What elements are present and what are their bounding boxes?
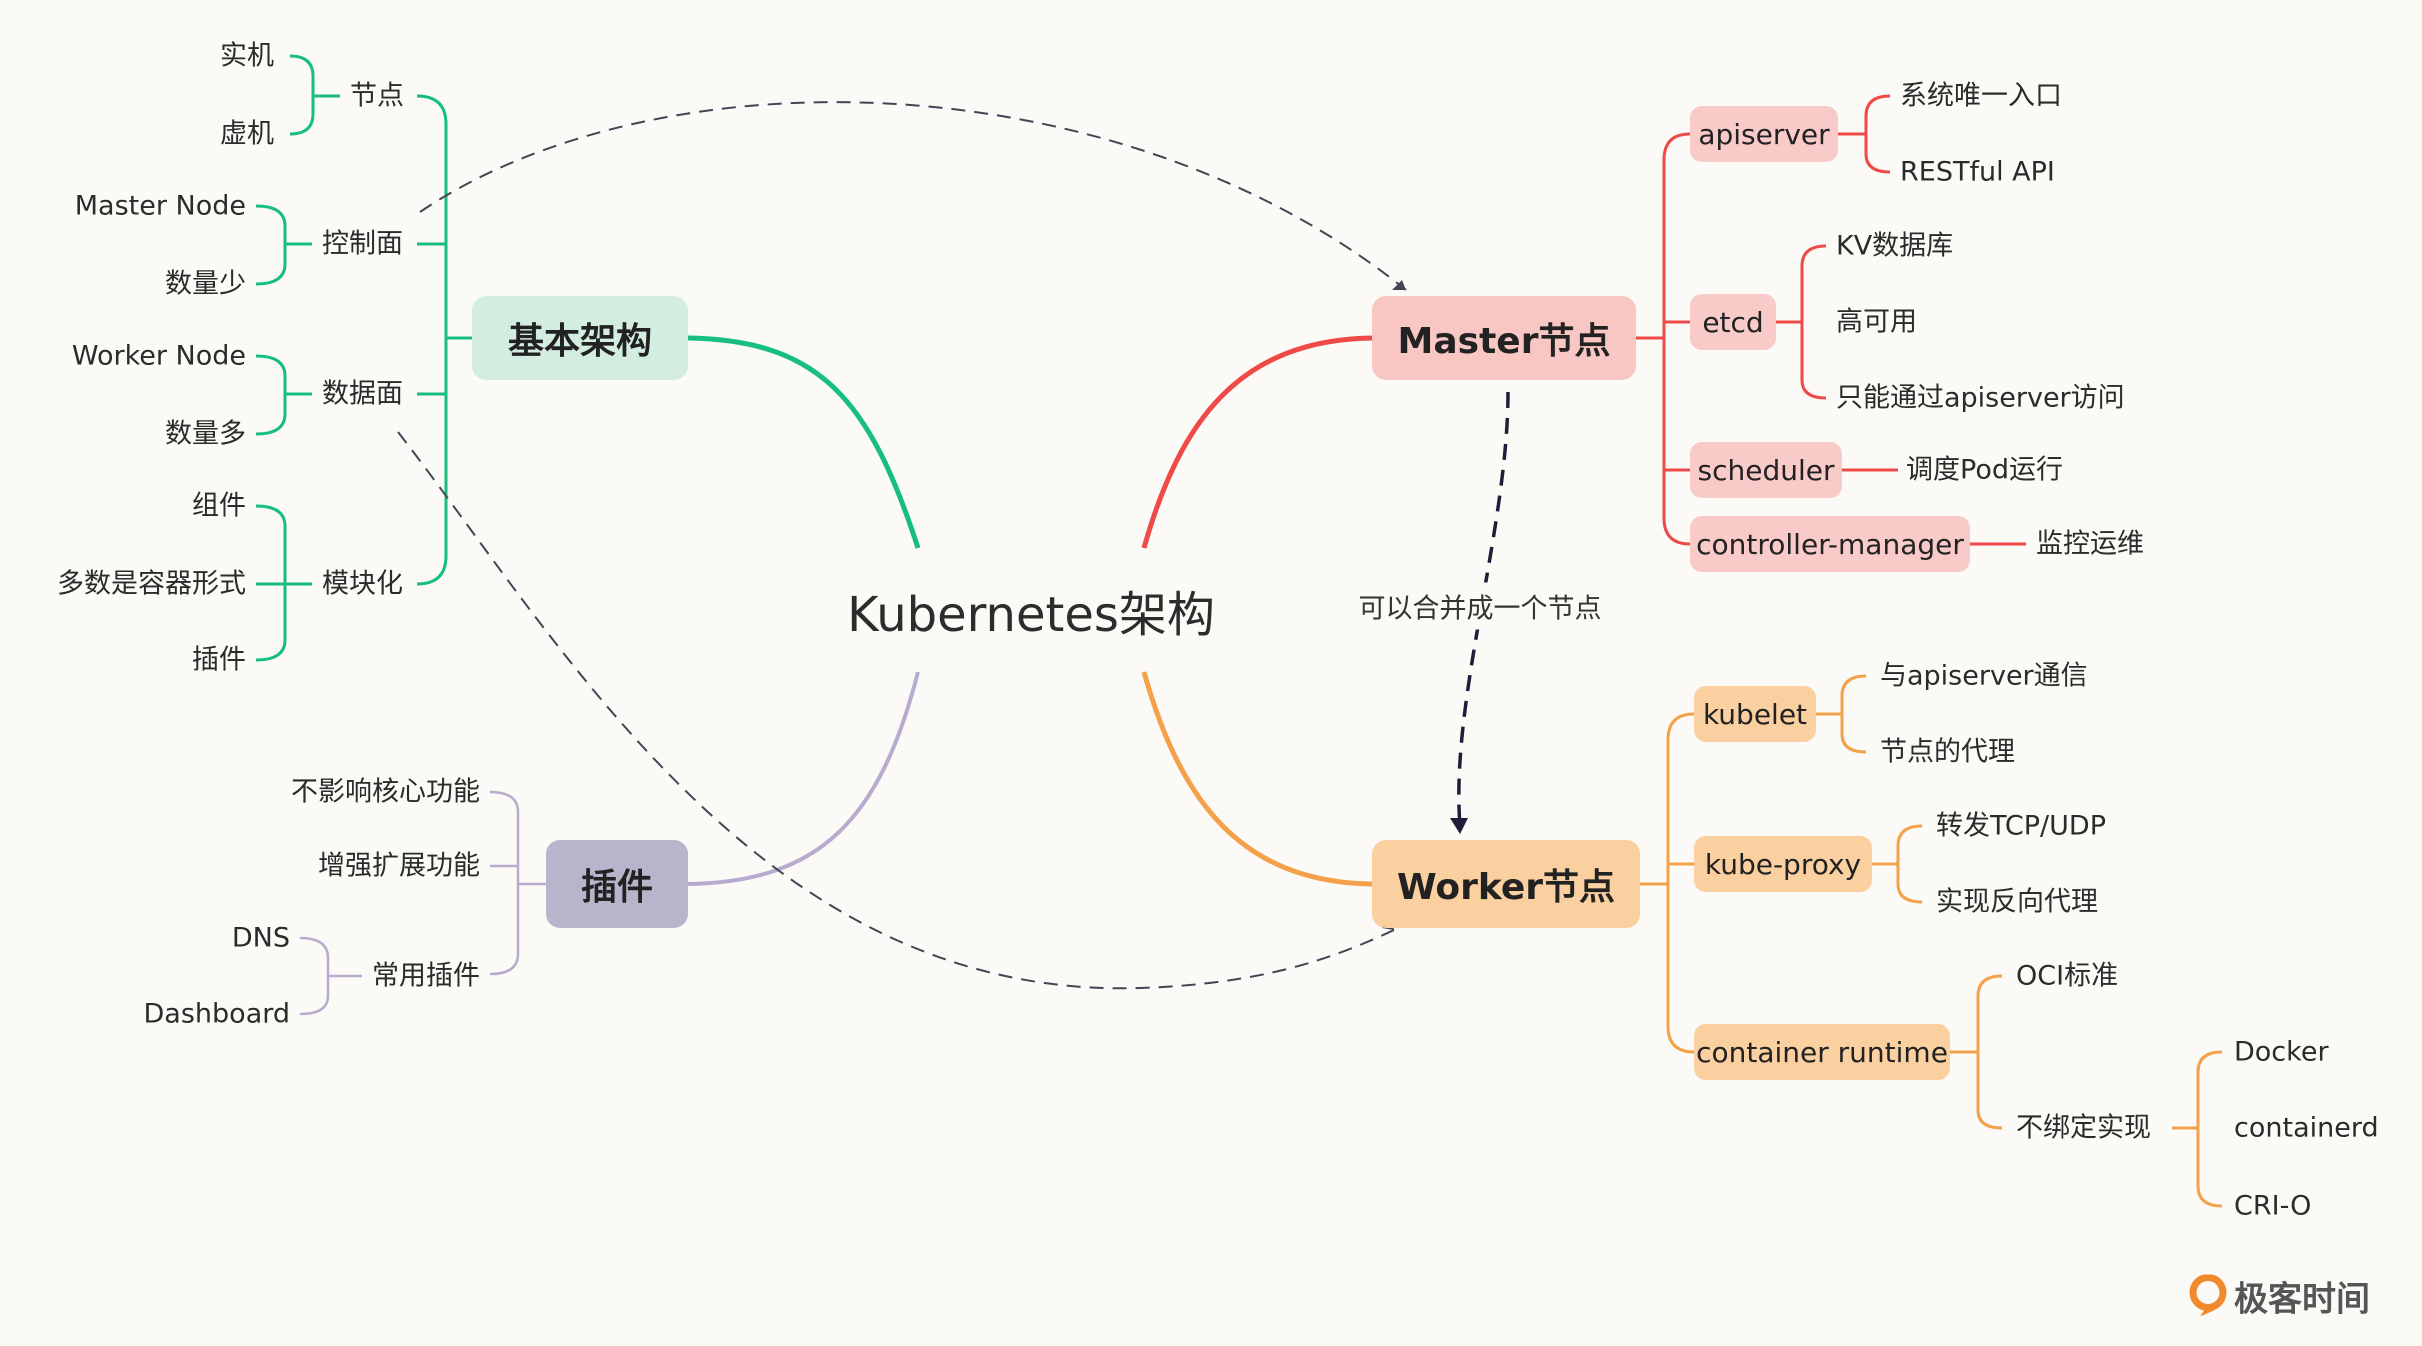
brand-logo: 极客时间 [2188, 1272, 2370, 1321]
leaf-many[interactable]: 数量多 [165, 418, 246, 450]
master-brackets [1636, 94, 2026, 546]
master-etcd[interactable]: etcd [1690, 294, 1776, 350]
group-node[interactable]: 节点 [350, 80, 404, 112]
arrowhead-master [1392, 280, 1406, 290]
node-worker[interactable]: Worker节点 [1372, 840, 1640, 928]
worker-container-runtime[interactable]: container runtime [1694, 1024, 1950, 1080]
branch-line-plugin [687, 671, 920, 886]
node-plugin[interactable]: 插件 [546, 840, 688, 928]
plugin-dns[interactable]: DNS [231, 922, 290, 954]
plugin-brackets [299, 790, 546, 1016]
leaf-not-bound[interactable]: 不绑定实现 [2016, 1112, 2151, 1144]
leaf-worker-node[interactable]: Worker Node [71, 340, 246, 372]
branch-line-basic [687, 335, 921, 549]
basic-brackets [255, 54, 472, 662]
leaf-container-form[interactable]: 多数是容器形式 [57, 568, 246, 600]
leaf-schedule-pod[interactable]: 调度Pod运行 [1906, 454, 2063, 486]
leaf-few[interactable]: 数量少 [165, 268, 246, 300]
leaf-plugin[interactable]: 插件 [192, 644, 246, 676]
leaf-apiserver-comm[interactable]: 与apiserver通信 [1880, 660, 2088, 692]
worker-brackets [1640, 674, 2223, 1208]
merge-relation-label: 可以合并成一个节点 [1352, 582, 1608, 630]
runtime-containerd[interactable]: containerd [2234, 1112, 2379, 1144]
link-control-plane-to-master [419, 101, 1407, 291]
worker-kubelet[interactable]: kubelet [1694, 686, 1816, 742]
leaf-high-availability[interactable]: 高可用 [1836, 306, 1917, 338]
leaf-kv-database[interactable]: KV数据库 [1836, 230, 1954, 262]
node-basic-architecture[interactable]: 基本架构 [472, 296, 688, 380]
link-data-plane-to-worker [397, 431, 1395, 990]
leaf-physical[interactable]: 实机 [220, 40, 274, 72]
branch-line-master [1141, 335, 1373, 549]
geektime-logo-icon [2189, 1274, 2227, 1316]
branch-line-worker [1141, 671, 1373, 887]
group-modular[interactable]: 模块化 [322, 568, 403, 600]
worker-kube-proxy[interactable]: kube-proxy [1694, 836, 1872, 892]
runtime-docker[interactable]: Docker [2234, 1036, 2329, 1068]
runtime-cri-o[interactable]: CRI-O [2234, 1190, 2312, 1222]
central-topic[interactable]: Kubernetes架构 [847, 587, 1215, 643]
leaf-virtual[interactable]: 虚机 [220, 118, 274, 150]
master-apiserver[interactable]: apiserver [1690, 106, 1838, 162]
leaf-reverse-proxy[interactable]: 实现反向代理 [1936, 886, 2098, 918]
leaf-monitor-ops[interactable]: 监控运维 [2036, 528, 2144, 560]
leaf-oci-standard[interactable]: OCI标准 [2016, 960, 2119, 992]
leaf-component[interactable]: 组件 [192, 490, 246, 522]
leaf-single-entry[interactable]: 系统唯一入口 [1900, 80, 2062, 112]
master-scheduler[interactable]: scheduler [1690, 442, 1842, 498]
master-controller-manager[interactable]: controller-manager [1690, 516, 1970, 572]
leaf-restful-api[interactable]: RESTful API [1900, 156, 2055, 188]
leaf-master-node[interactable]: Master Node [74, 190, 246, 222]
arrowhead-merge [1450, 818, 1468, 834]
group-control-plane[interactable]: 控制面 [322, 228, 403, 260]
plugin-dashboard[interactable]: Dashboard [143, 998, 290, 1030]
dashed-links [397, 101, 1407, 990]
brand-name: 极客时间 [2234, 1279, 2370, 1320]
node-master[interactable]: Master节点 [1372, 296, 1636, 380]
group-data-plane[interactable]: 数据面 [322, 378, 403, 410]
leaf-node-agent[interactable]: 节点的代理 [1880, 736, 2015, 768]
plugin-item-extend[interactable]: 增强扩展功能 [318, 850, 480, 882]
plugin-item-common[interactable]: 常用插件 [372, 960, 480, 992]
plugin-item-non-core[interactable]: 不影响核心功能 [291, 776, 480, 808]
leaf-apiserver-only[interactable]: 只能通过apiserver访问 [1836, 382, 2125, 414]
leaf-forward-tcp-udp[interactable]: 转发TCP/UDP [1936, 810, 2106, 842]
